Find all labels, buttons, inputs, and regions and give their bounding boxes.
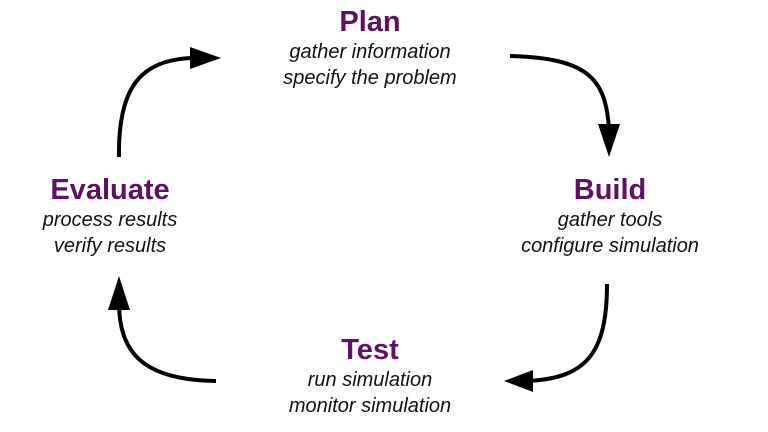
stage-plan: Plan gather information specify the prob… [250,6,490,91]
stage-step: verify results [53,235,167,258]
arrow-plan-to-build [509,54,620,157]
arrow-test-to-evaluate [108,276,217,383]
stage-build: Build gather tools configure simulation [490,174,730,259]
stage-step: run simulation [307,369,433,392]
stage-step: monitor simulation [288,395,452,418]
stage-step: gather tools [557,209,663,232]
stage-title-build: Build [573,174,647,206]
stage-title-evaluate: Evaluate [50,174,170,206]
stage-step: process results [42,209,178,232]
stage-title-test: Test [341,334,399,366]
stage-step: specify the problem [283,67,457,90]
arrow-evaluate-to-plan [116,47,221,158]
stage-test: Test run simulation monitor simulation [250,334,490,419]
stage-evaluate: Evaluate process results verify results [0,174,230,259]
stage-step: configure simulation [521,235,699,258]
arrow-build-to-test [504,283,609,392]
stage-step: gather information [289,41,451,64]
stage-title-plan: Plan [339,6,401,38]
